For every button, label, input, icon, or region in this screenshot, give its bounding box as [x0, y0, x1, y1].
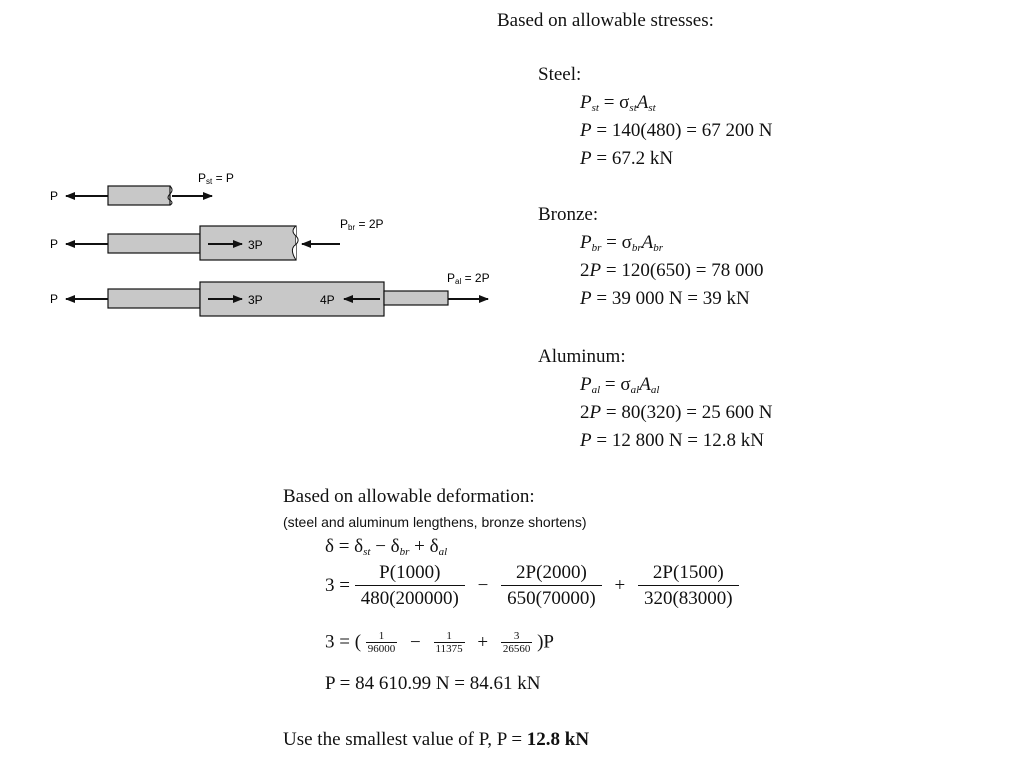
steel-segment [107, 185, 171, 206]
aluminum-eq3: P = 12 800 N = 12.8 kN [580, 430, 764, 451]
aluminum-eq1: Pal = σalAal [580, 374, 660, 396]
conclusion: Use the smallest value of P, P = 12.8 kN [283, 729, 589, 751]
eq2-term3: 2P(1500)320(83000) [637, 562, 739, 610]
eq2-lhs: 3 = [325, 575, 350, 596]
deformation-eq1: δ = δst − δbr + δal [325, 536, 448, 558]
deformation-heading: Based on allowable deformation: [283, 486, 535, 507]
steel-eq3: P = 67.2 kN [580, 148, 674, 169]
eq2-op2: + [614, 575, 626, 596]
aluminum-label: Aluminum: [538, 346, 626, 367]
conclusion-text: Use the smallest value of P, P = [283, 729, 527, 750]
row3-inner2-label: 4P [320, 293, 335, 307]
bronze-eq1: Pbr = σbrAbr [580, 232, 664, 254]
row3-right-label: Pal = 2P [447, 271, 490, 286]
deformation-eq4: P = 84 610.99 N = 84.61 kN [325, 673, 541, 694]
bronze-eq3: P = 39 000 N = 39 kN [580, 288, 750, 309]
row3-inner1-label: 3P [248, 293, 263, 307]
conclusion-value: 12.8 kN [526, 729, 590, 750]
row2-right-label: Pbr = 2P [340, 217, 384, 232]
steel-eq2: P = 140(480) = 67 200 N [580, 120, 773, 141]
aluminum-eq2: 2P = 80(320) = 25 600 N [580, 402, 773, 423]
row2-left-label: P [50, 237, 58, 251]
steel-label: Steel: [538, 64, 582, 85]
deformation-eq2: 3 = P(1000)480(200000) − 2P(2000)650(700… [325, 562, 739, 610]
eq3-op2: + [477, 631, 489, 653]
eq3-op1: − [410, 631, 421, 653]
bronze-label: Bronze: [538, 204, 599, 225]
deformation-note: (steel and aluminum lengthens, bronze sh… [283, 514, 587, 530]
eq2-term1: P(1000)480(200000) [354, 562, 465, 610]
diagram-row-1: P Pst = P [50, 171, 234, 206]
eq3-rhs: )P [537, 631, 554, 653]
row1-left-label: P [50, 189, 58, 203]
row3-left-label: P [50, 292, 58, 306]
free-body-diagram: P Pst = P P 3P Pbr = 2P P 3P 4P Pal = 2P [50, 171, 490, 317]
diagram-row-3: P 3P 4P Pal = 2P [50, 271, 490, 317]
steel-segment-3 [107, 288, 201, 309]
steel-segment-2 [107, 233, 201, 254]
eq2-op1: − [477, 575, 489, 596]
row1-right-label: Pst = P [198, 171, 234, 186]
eq3-lhs: 3 = ( [325, 631, 362, 653]
eq2-term2: 2P(2000)650(70000) [501, 562, 602, 610]
aluminum-segment [383, 290, 449, 306]
diagram-row-2: P 3P Pbr = 2P [50, 217, 384, 261]
stresses-heading: Based on allowable stresses: [497, 10, 714, 31]
row2-inner-label: 3P [248, 238, 263, 252]
bronze-eq2: 2P = 120(650) = 78 000 [580, 260, 764, 281]
steel-eq1: Pst = σstAst [580, 92, 656, 114]
